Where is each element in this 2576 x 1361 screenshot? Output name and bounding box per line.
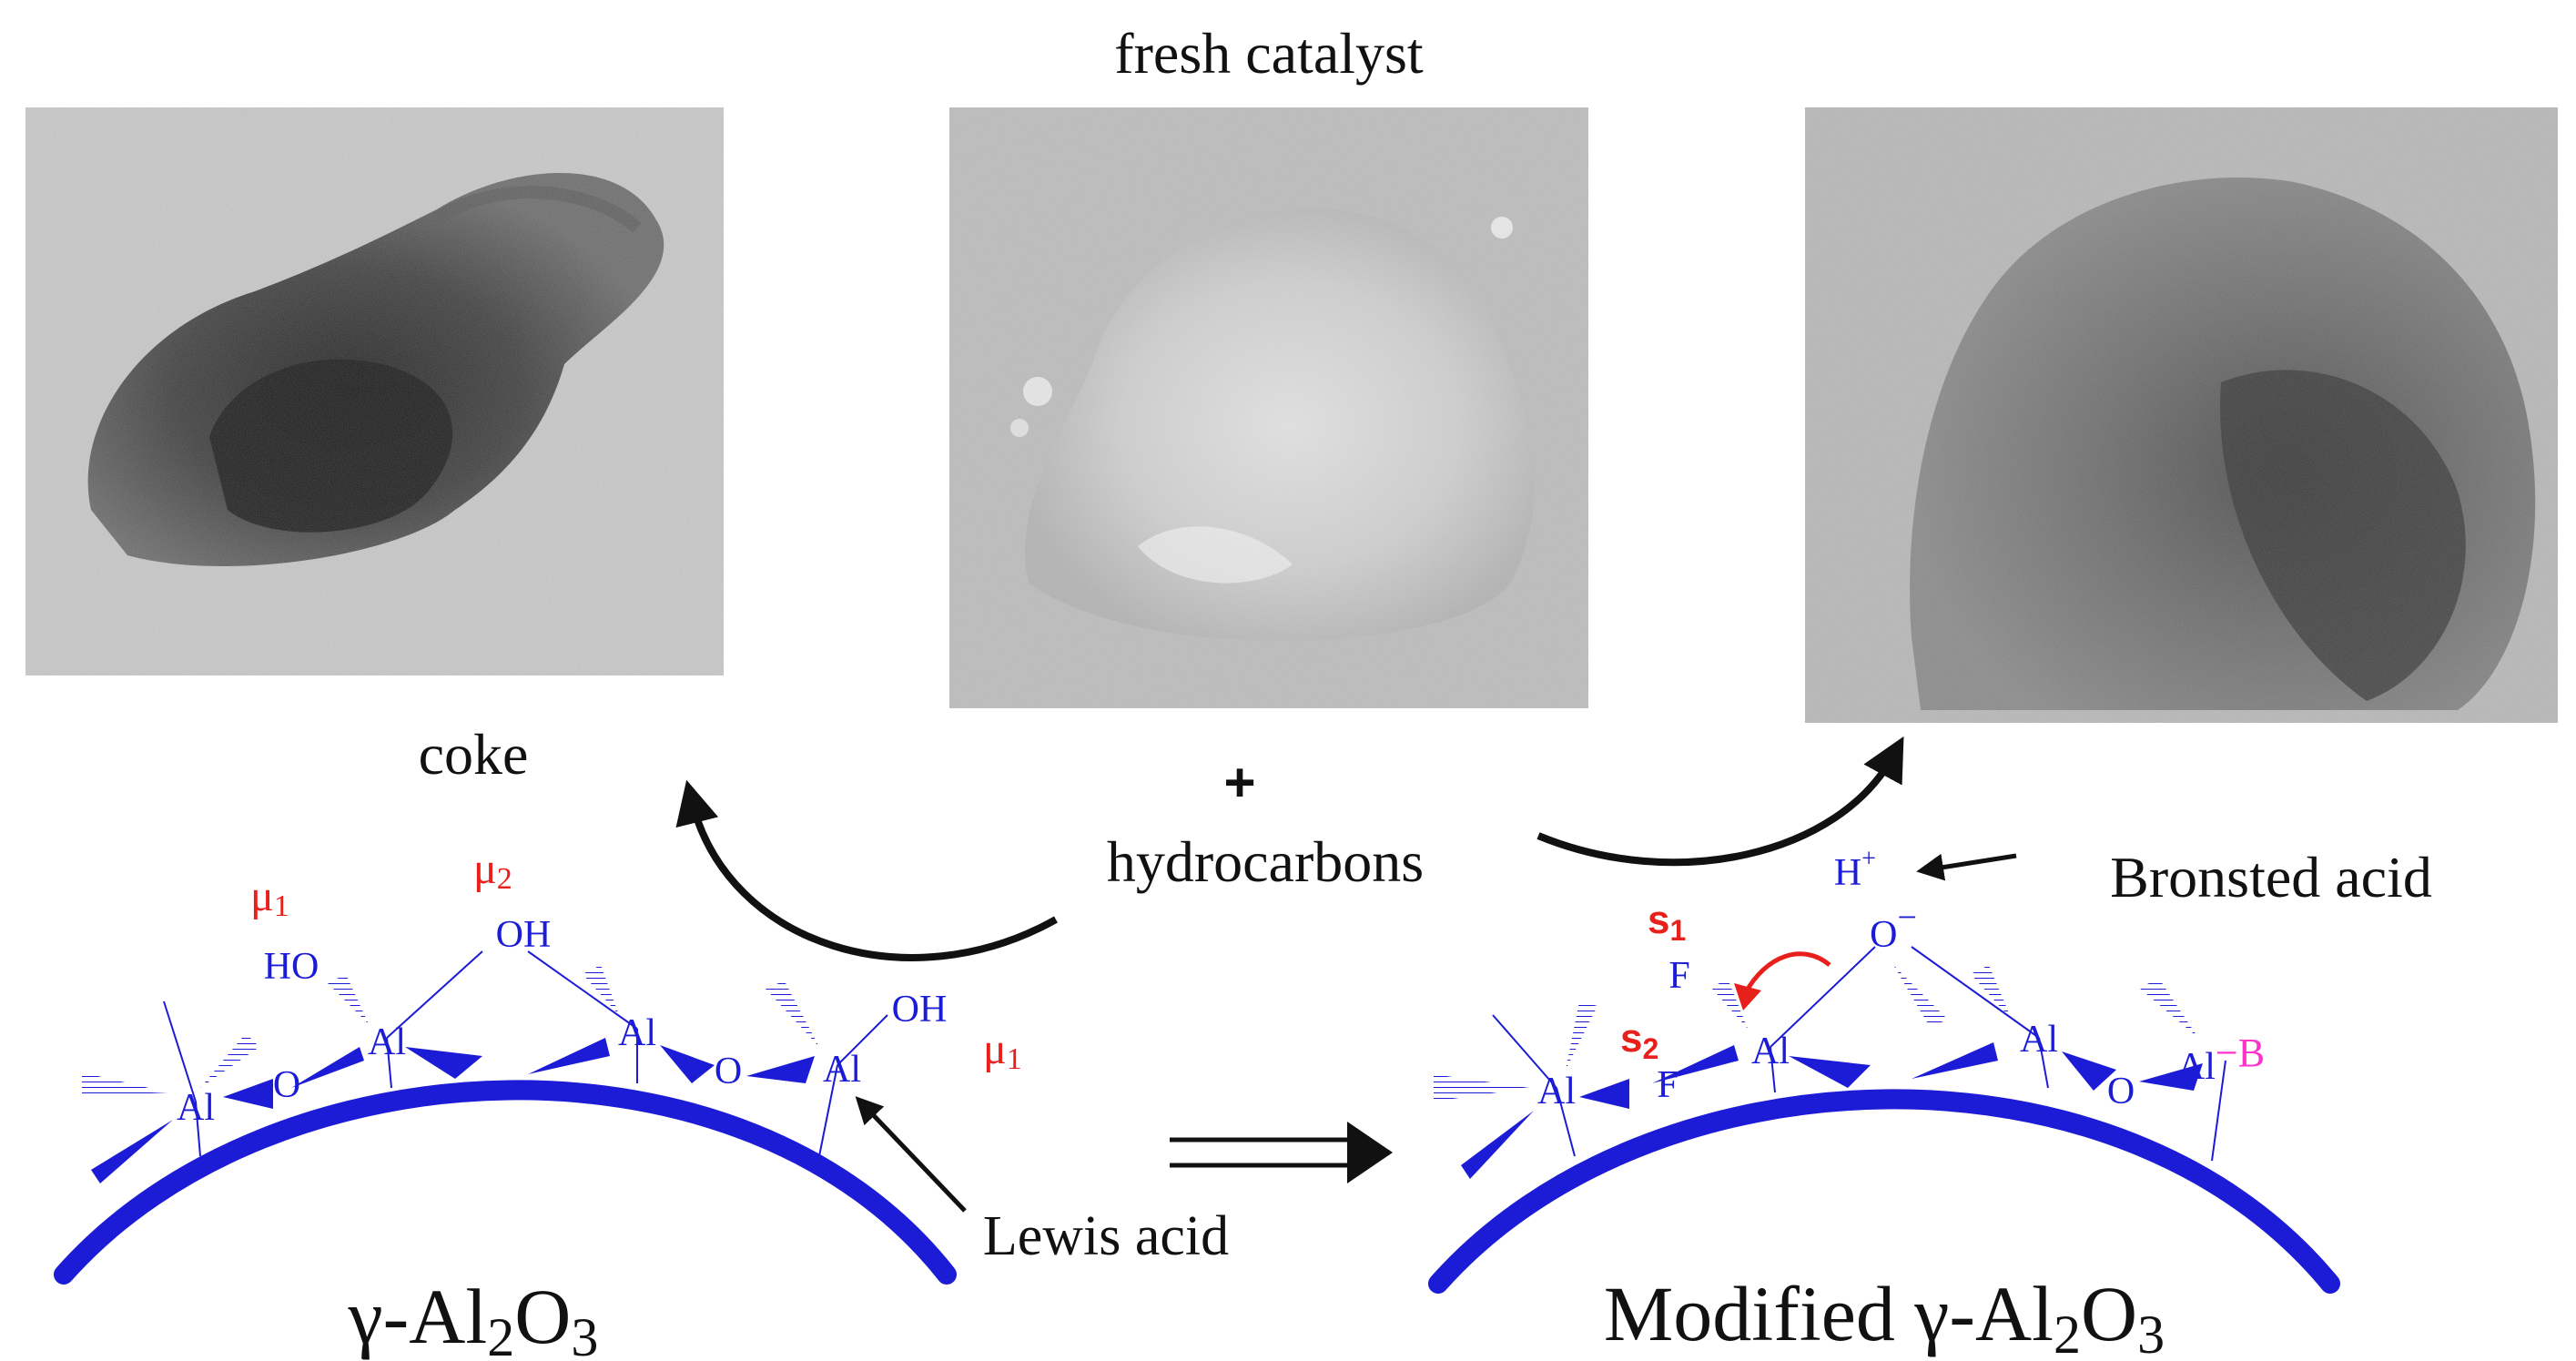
right-al-2: Al — [1751, 1031, 1790, 1072]
electron-shift-arrowhead — [1734, 983, 1761, 1011]
right-al-3: Al — [2020, 1019, 2058, 1061]
modified-alumina-structure: Al Al Al Al−B F F O O− H+ s1 s2 Bronsted… — [1428, 845, 2432, 1361]
right-al-1: Al — [1537, 1071, 1576, 1112]
left-support-arc — [54, 1080, 957, 1285]
left-al-3: Al — [618, 1012, 656, 1054]
left-hydroxyl-oh-bridging: OH — [496, 914, 552, 956]
hydrocarbons-caption: hydrocarbons — [1107, 829, 1424, 894]
left-hydroxyl-ho: HO — [264, 946, 319, 988]
s2-site: s2 — [1620, 1016, 1658, 1065]
left-al-4: Al — [823, 1049, 861, 1091]
transformation-arrow — [1170, 1122, 1393, 1183]
bronsted-acid-pointer — [1916, 853, 2017, 881]
right-proton: H+ — [1834, 845, 1876, 894]
left-al-2: Al — [368, 1021, 406, 1063]
gamma-alumina-title: γ-Al2O3 — [348, 1273, 599, 1361]
modified-alumina-title: Modified γ-Al2O3 — [1604, 1270, 2165, 1361]
left-bridging-o-1: O — [273, 1064, 300, 1106]
s1-site: s1 — [1648, 898, 1686, 947]
fresh-catalyst-caption: fresh catalyst — [1114, 21, 1424, 86]
bronsted-acid-label: Bronsted acid — [2110, 845, 2432, 909]
coke-caption: coke — [419, 722, 529, 787]
modified-catalyst-photo — [1805, 107, 2558, 723]
lewis-acid-label: Lewis acid — [983, 1205, 1229, 1267]
coke-formation-arrow — [675, 779, 1058, 961]
right-bridging-f: F — [1657, 1064, 1678, 1106]
right-bridging-o-anion: O− — [1870, 899, 1917, 956]
mu2-site: μ2 — [473, 845, 512, 896]
lewis-acid-pointer — [855, 1096, 967, 1213]
modification-arrow — [1536, 736, 1904, 867]
left-bridging-o-2: O — [715, 1051, 742, 1092]
right-support-arc — [1428, 1089, 2340, 1294]
mu1-site-right: μ1 — [983, 1025, 1022, 1076]
right-al-4: Al−B — [2177, 1031, 2265, 1088]
plus-sign: + — [1223, 752, 1255, 813]
right-bridging-o: O — [2107, 1071, 2135, 1112]
coke-catalyst-photo — [25, 107, 724, 675]
gamma-alumina-structure: Al Al Al Al O O HO OH OH μ1 μ2 μ1 Lewis … — [54, 845, 1229, 1361]
fresh-catalyst-photo — [949, 107, 1588, 708]
electron-shift-arrow — [1743, 951, 1831, 994]
right-terminal-f: F — [1668, 955, 1689, 997]
left-al-1: Al — [177, 1087, 215, 1129]
mu1-site-left: μ1 — [250, 872, 289, 923]
left-hydroxyl-oh-terminal: OH — [892, 989, 948, 1031]
